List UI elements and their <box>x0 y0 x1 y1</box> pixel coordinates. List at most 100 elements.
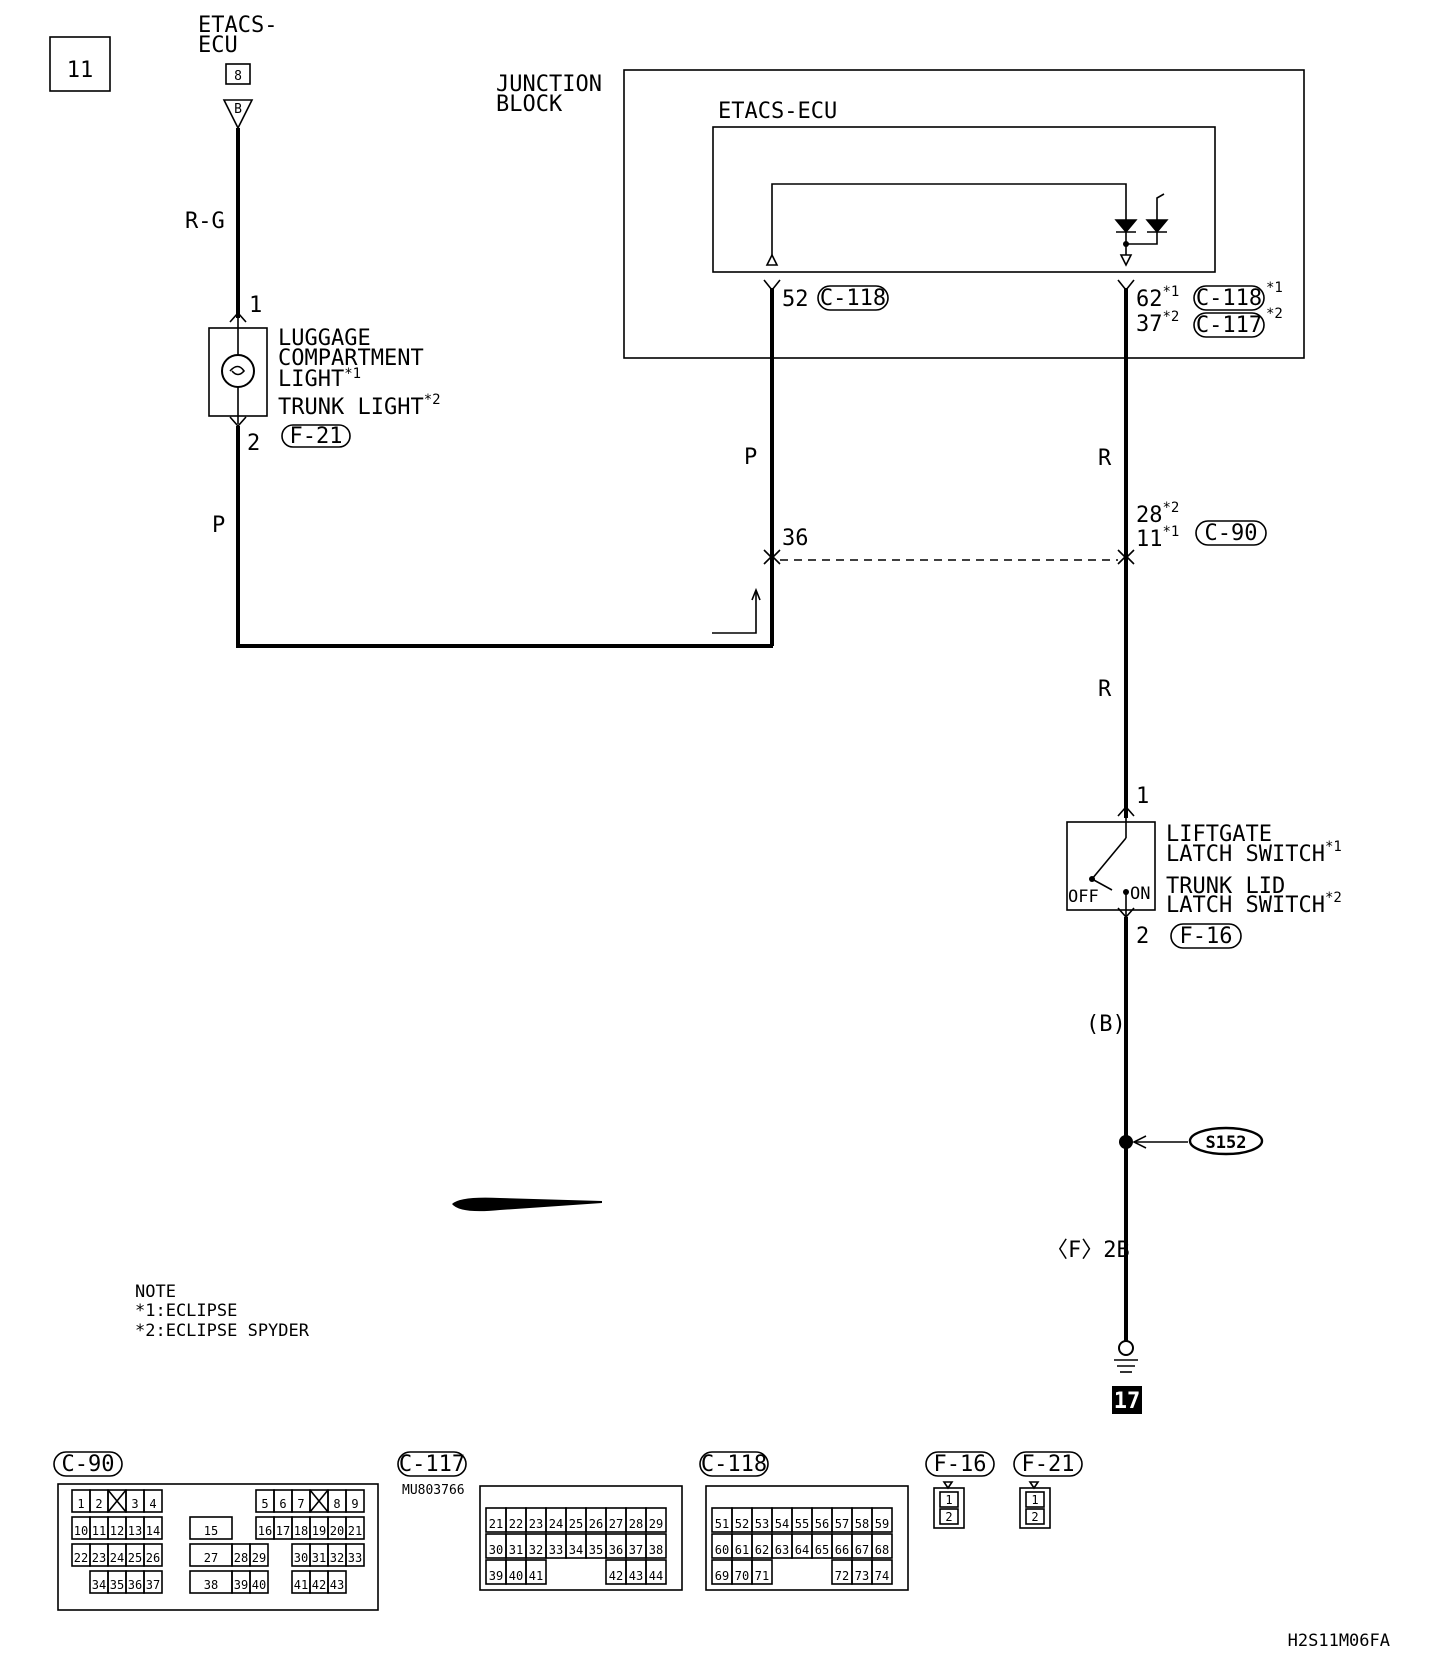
bulb-filament-icon <box>229 365 246 376</box>
connector-pin-number: 35 <box>589 1543 603 1557</box>
connector-cavity <box>345 1543 365 1567</box>
note-line-2: *2:ECLIPSE SPYDER <box>135 1321 310 1341</box>
c90-connector: C-90 <box>1205 521 1258 546</box>
wire-label-b: (B) <box>1086 1012 1126 1037</box>
wire-label-p-left: P <box>212 513 225 538</box>
f21-pin-1: 1 <box>1031 1493 1038 1507</box>
connector-pin-number: 70 <box>735 1569 749 1583</box>
connector-cavity <box>143 1570 163 1594</box>
connector-pin-number: 7 <box>297 1497 304 1511</box>
ground-return-arrow <box>751 587 761 601</box>
ecu-right-conn2-sup: *2 <box>1266 306 1283 322</box>
luggage-light-connector: F-21 <box>290 424 343 449</box>
ecu-left-connector-box <box>817 285 889 311</box>
splice-badge <box>1188 1126 1264 1156</box>
connector-pin-number: 2 <box>95 1497 102 1511</box>
connector-cavity <box>871 1507 893 1533</box>
connector-cavity <box>871 1533 893 1559</box>
wire-label-f2b: 〈F〉2B <box>1046 1238 1130 1263</box>
connector-pin-number: 27 <box>204 1551 218 1565</box>
page-number-box <box>49 36 111 92</box>
wire-label-r-upper: R <box>1098 446 1112 471</box>
doc-code: H2S11M06FA <box>1288 1631 1390 1651</box>
luggage-light-pin-top-arrow <box>229 311 247 323</box>
connector-pin-number: 23 <box>92 1551 106 1565</box>
connector-pin-number: 42 <box>312 1578 326 1592</box>
top-ecu-terminal-triangle <box>222 99 254 130</box>
c90-left-pin: 36 <box>782 526 809 551</box>
latch-switch-label-4: LATCH SWITCH*2 <box>1166 890 1342 918</box>
connector-pin-number: 11 <box>92 1524 106 1538</box>
connector-pin-number: 54 <box>775 1517 789 1531</box>
c90-view-body <box>57 1483 379 1611</box>
connector-pin-number: 38 <box>204 1578 218 1592</box>
connector-pin-number: 19 <box>312 1524 326 1538</box>
scan-smudge <box>452 1197 602 1212</box>
connector-pin-number: 31 <box>312 1551 326 1565</box>
f21-view-label: F-21 <box>1022 1452 1075 1477</box>
connector-cavity <box>143 1516 163 1540</box>
c90-left-fork-top <box>763 549 781 560</box>
connector-pin-number: 55 <box>795 1517 809 1531</box>
f16-key <box>942 1481 954 1490</box>
connector-pin-number: 32 <box>330 1551 344 1565</box>
connector-pin-number: 13 <box>128 1524 142 1538</box>
connector-cavity <box>327 1570 347 1594</box>
junction-block-label-2: BLOCK <box>496 92 563 117</box>
inner-ecu-box <box>712 126 1216 273</box>
c90-right-pin-1: 28*2 <box>1136 500 1179 528</box>
diode-feed <box>1156 193 1165 220</box>
blank-cavity-mark <box>309 1489 329 1513</box>
f21-pin-1-box <box>1025 1491 1045 1508</box>
connector-pin-number: 6 <box>279 1497 286 1511</box>
connector-pin-number: 29 <box>252 1551 266 1565</box>
splice-pointer-arrow <box>1132 1135 1147 1149</box>
connector-pin-number: 67 <box>855 1543 869 1557</box>
connector-pin-number: 33 <box>549 1543 563 1557</box>
f16-pin-2: 2 <box>945 1510 952 1524</box>
connector-pin-number: 4 <box>149 1497 156 1511</box>
connector-pin-number: 26 <box>589 1517 603 1531</box>
connector-pin-number: 73 <box>855 1569 869 1583</box>
latch-switch-blade <box>1091 837 1127 880</box>
connector-pin-number: 40 <box>252 1578 266 1592</box>
connector-pin-number: 41 <box>529 1569 543 1583</box>
connector-cavity <box>345 1489 365 1513</box>
latch-switch-link <box>1091 878 1113 891</box>
connector-pin-number: 65 <box>815 1543 829 1557</box>
top-ecu-label-2: ECU <box>198 33 238 58</box>
connector-pin-number: 5 <box>261 1497 268 1511</box>
connector-pin-number: 62 <box>755 1543 769 1557</box>
ground-number-box <box>1112 1386 1142 1414</box>
c117-part-no: MU803766 <box>402 1483 465 1498</box>
latch-switch-off: OFF <box>1068 887 1099 907</box>
connector-pin-number: 56 <box>815 1517 829 1531</box>
blank-cavity-mark <box>107 1489 127 1513</box>
c90-view-label-box <box>53 1451 123 1477</box>
connector-pin-number: 30 <box>294 1551 308 1565</box>
connector-pin-number: 22 <box>509 1517 523 1531</box>
connector-pin-number: 36 <box>609 1543 623 1557</box>
wire-label-r-lower: R <box>1098 677 1112 702</box>
page-number: 11 <box>67 58 94 83</box>
junction-block-box <box>623 69 1305 359</box>
connector-pin-number: 37 <box>629 1543 643 1557</box>
connector-pin-number: 40 <box>509 1569 523 1583</box>
c90-right-pin-2: 11*1 <box>1136 524 1179 552</box>
luggage-light-connector-box <box>281 424 351 448</box>
connector-pin-number: 38 <box>649 1543 663 1557</box>
connector-pin-number: 74 <box>875 1569 889 1583</box>
latch-switch-connector: F-16 <box>1180 924 1233 949</box>
luggage-light-label-1: LUGGAGE <box>278 326 371 351</box>
connector-pin-number: 61 <box>735 1543 749 1557</box>
connector-cavity <box>143 1489 163 1513</box>
connector-pin-number: 24 <box>110 1551 124 1565</box>
connector-pin-number: 66 <box>835 1543 849 1557</box>
connector-pin-number: 51 <box>715 1517 729 1531</box>
connector-pin-number: 39 <box>234 1578 248 1592</box>
ecu-right-conn1-sup: *1 <box>1266 280 1283 296</box>
f16-view-label: F-16 <box>934 1452 987 1477</box>
